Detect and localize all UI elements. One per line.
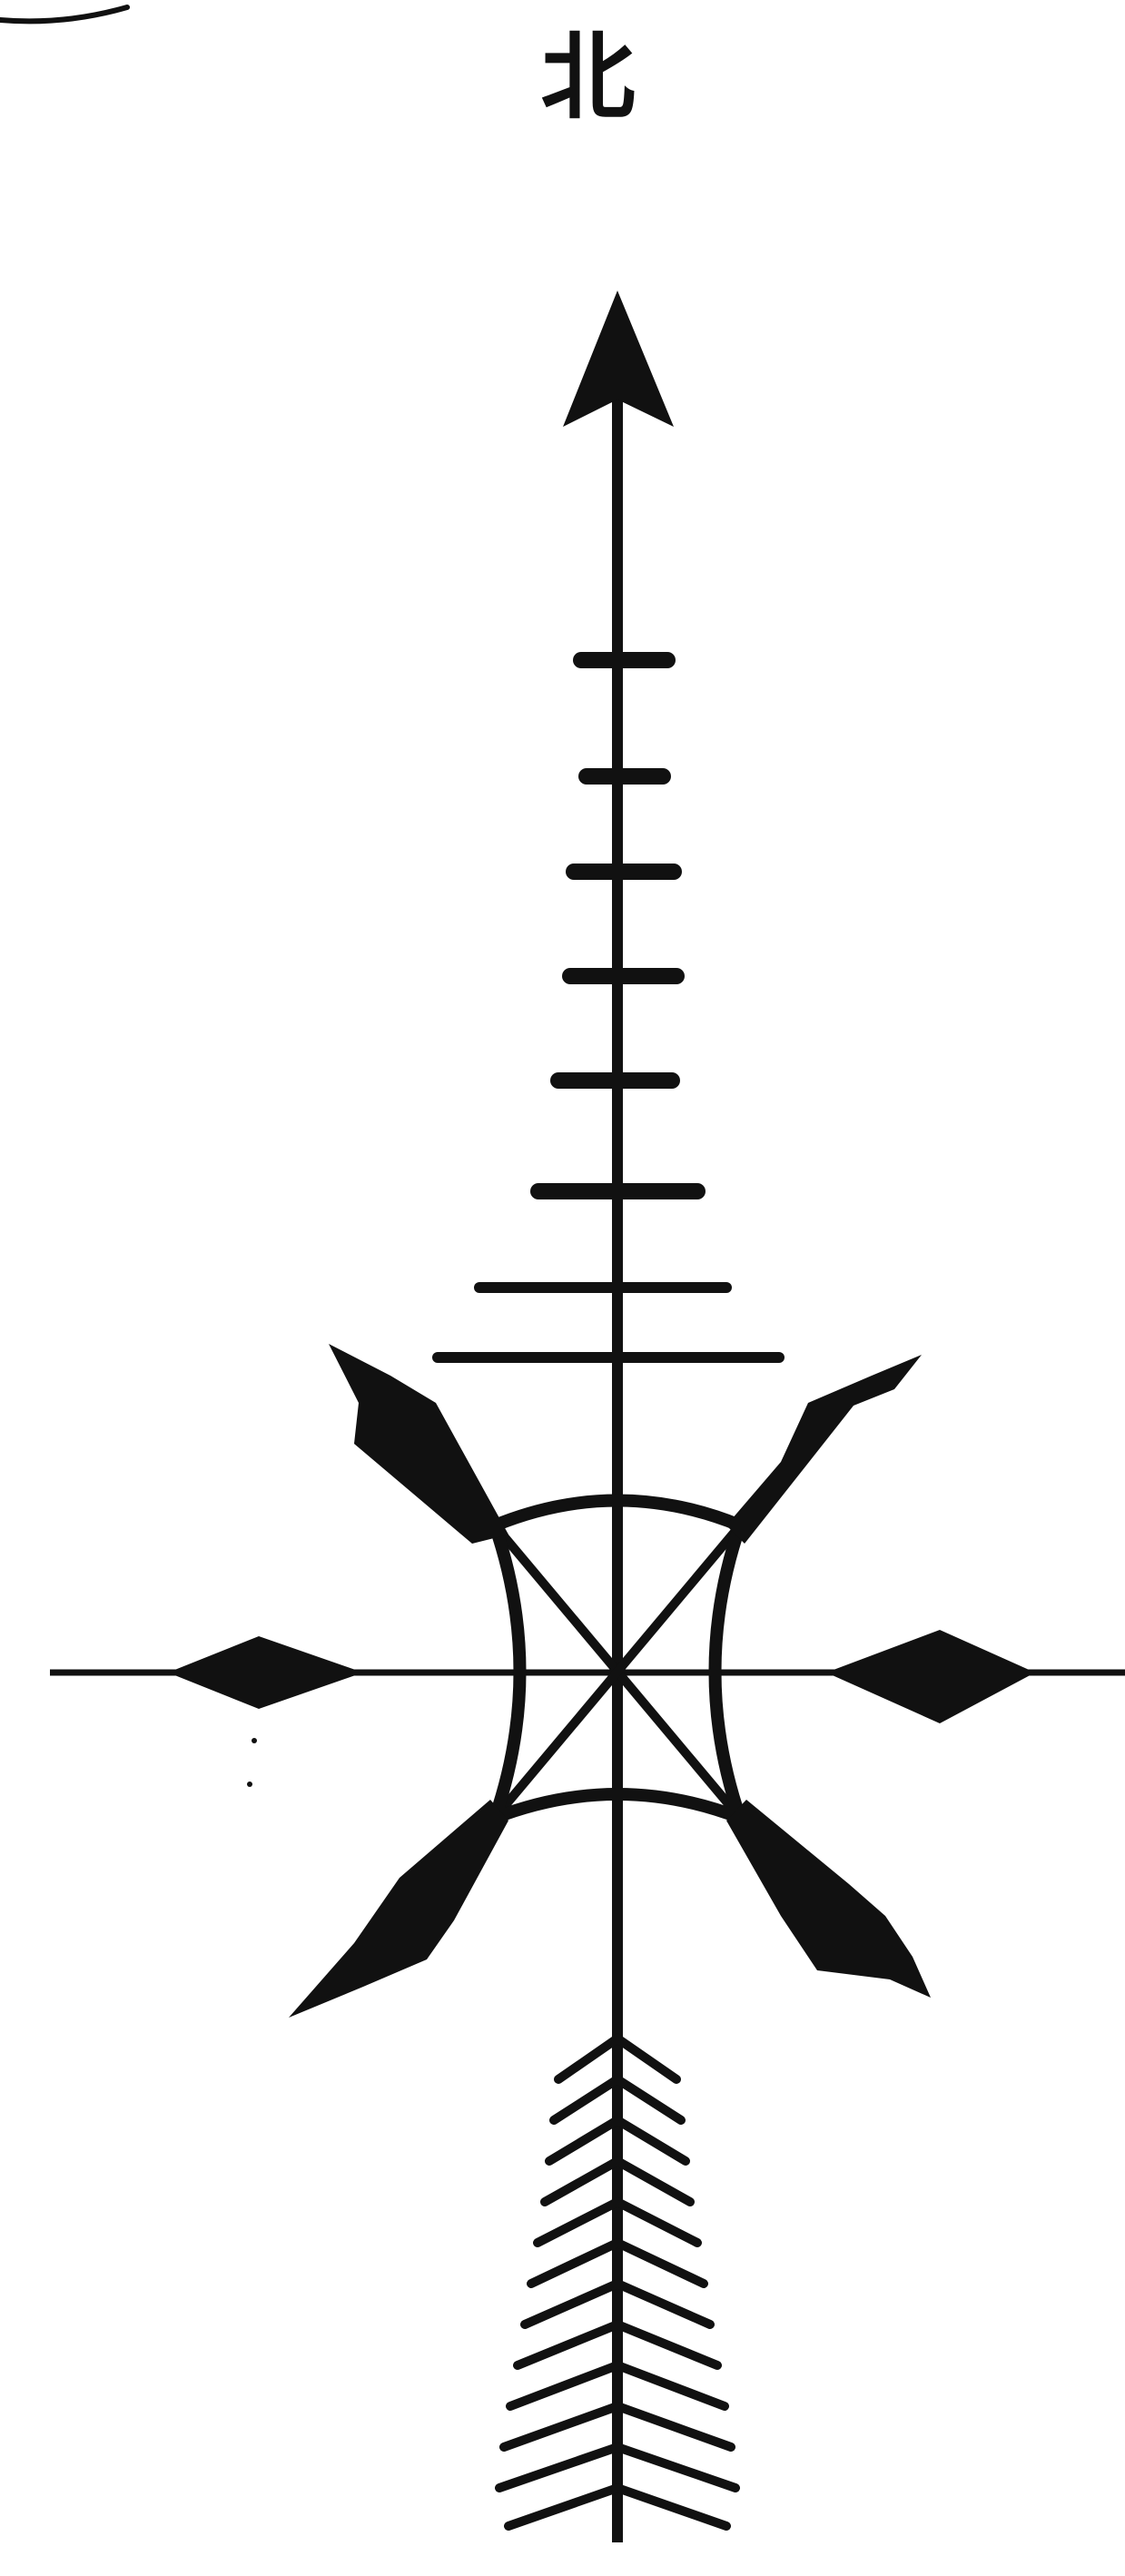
northwest-blade-icon <box>329 1344 508 1544</box>
west-point-icon <box>168 1636 363 1709</box>
ladder-ticks <box>438 660 779 1357</box>
southwest-blade-icon <box>289 1800 508 2018</box>
east-point-icon <box>826 1630 1035 1723</box>
ink-speck <box>247 1781 252 1787</box>
northeast-blade-icon <box>726 1355 922 1544</box>
north-label: 北 <box>25 18 1125 136</box>
southeast-blade-icon <box>726 1800 931 1998</box>
ink-speck <box>252 1738 257 1743</box>
